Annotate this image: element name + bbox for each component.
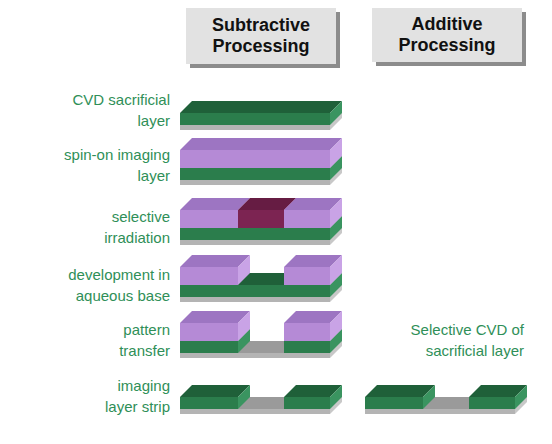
layer-face — [180, 397, 342, 409]
layer-face — [180, 311, 250, 323]
layer-face — [180, 210, 238, 228]
layer-face — [515, 385, 527, 409]
layer-face — [365, 385, 435, 397]
layer-face — [180, 168, 342, 180]
layer-face — [180, 285, 330, 297]
layer-face — [180, 180, 330, 185]
layer-face — [180, 255, 250, 267]
layer-face — [180, 285, 342, 297]
layer-face — [238, 255, 250, 285]
layer-face — [180, 297, 330, 302]
layer-face — [284, 323, 330, 341]
header-text: Additive Processing — [380, 14, 514, 56]
layer-face — [180, 341, 238, 353]
layer-face — [180, 228, 342, 240]
layer-face — [284, 267, 330, 285]
layer-face — [330, 385, 342, 409]
layer-face — [180, 101, 342, 113]
layer-face — [180, 409, 330, 414]
layer-face — [180, 113, 342, 125]
layer-face — [284, 210, 330, 228]
step-label: spin-on imaging layer — [45, 144, 170, 186]
layer-face — [180, 168, 330, 180]
layer-face — [238, 210, 284, 228]
header-text: Subtractive Processing — [194, 15, 328, 57]
step-label: Selective CVD of sacrificial layer — [379, 319, 524, 361]
layer-face — [180, 240, 330, 245]
layer-face — [180, 353, 330, 358]
layer-face — [180, 138, 342, 150]
layer-face — [180, 228, 330, 240]
step-label: pattern transfer — [90, 319, 170, 361]
layer-face — [180, 341, 342, 353]
layer-face — [365, 397, 423, 409]
layer-face — [330, 198, 342, 228]
step-label: imaging layer strip — [85, 375, 170, 417]
layer-face — [180, 323, 238, 341]
layer-face — [423, 385, 435, 409]
layer-face — [330, 101, 342, 125]
layer-face — [238, 311, 250, 341]
column-header: Subtractive Processing — [186, 8, 336, 64]
layer-face — [180, 125, 330, 130]
layer-face — [238, 385, 250, 409]
layer-face — [284, 341, 330, 353]
layer-face — [180, 385, 250, 397]
layer-face — [469, 397, 515, 409]
layer-face — [330, 138, 342, 168]
layer-face — [330, 255, 342, 285]
step-label: CVD sacrificial layer — [45, 89, 170, 131]
layer-face — [180, 267, 238, 285]
column-header: Additive Processing — [372, 8, 522, 62]
layer-face — [365, 397, 527, 409]
step-label: development in aqueous base — [45, 264, 170, 306]
layer-face — [365, 409, 515, 414]
step-label: selective irradiation — [45, 206, 170, 248]
layer-face — [180, 397, 238, 409]
layer-face — [330, 311, 342, 341]
layer-face — [284, 397, 330, 409]
layer-face — [180, 150, 330, 168]
layer-face — [180, 198, 250, 210]
layer-face — [180, 113, 330, 125]
